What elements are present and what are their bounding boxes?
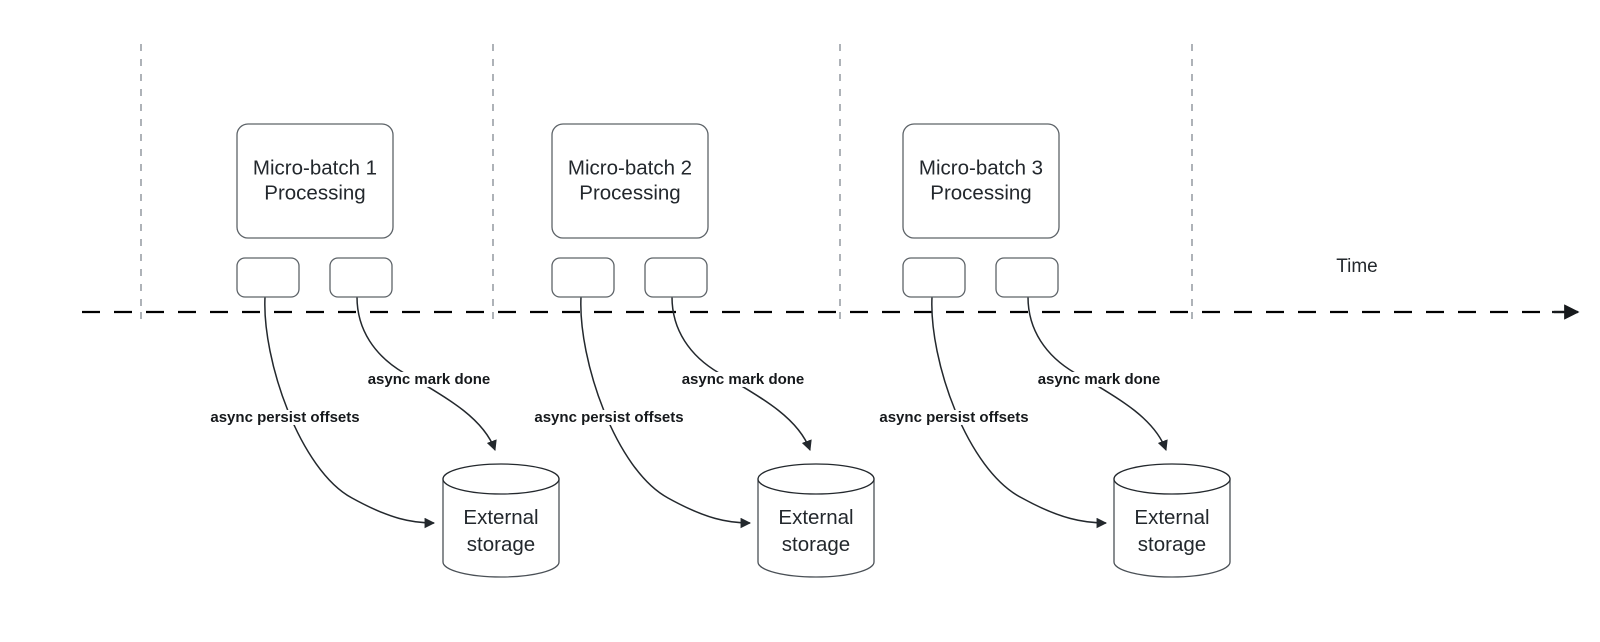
process-box-3[interactable] xyxy=(902,123,1060,239)
label-halo xyxy=(206,409,364,425)
storage-cylinder-top-2 xyxy=(757,463,875,495)
storage-label-line2-1: storage xyxy=(467,533,535,556)
storage-cylinder-top-1 xyxy=(442,463,560,495)
storage-label-line1-3: External xyxy=(1134,506,1209,529)
task-box-2-1[interactable] xyxy=(551,257,615,298)
label-halo xyxy=(677,371,809,387)
nodes-group: Micro-batch 1ProcessingExternalstorageMi… xyxy=(236,123,1231,578)
timeline-tick-group xyxy=(140,44,1193,325)
task-box-3-1[interactable] xyxy=(902,257,966,298)
process-box-label-line2-1: Processing xyxy=(264,181,365,204)
edge-label-persist-offsets-3: async persist offsets xyxy=(879,409,1028,426)
edge-labels-group: async persist offsets async mark done asyn… xyxy=(206,371,1165,426)
label-halo xyxy=(1033,371,1165,387)
label-halo xyxy=(363,371,495,387)
storage-cylinder-body-1[interactable] xyxy=(442,478,560,578)
task-box-2-2[interactable] xyxy=(644,257,708,298)
edge-label-persist-offsets-1: async persist offsets xyxy=(210,409,359,426)
edge-label-mark-done-3: async mark done xyxy=(1038,371,1161,388)
time-axis-label: Time xyxy=(1336,256,1378,277)
task-box-3-2[interactable] xyxy=(995,257,1059,298)
process-box-1[interactable] xyxy=(236,123,394,239)
edge-persist-offsets-2 xyxy=(580,296,752,529)
edge-persist-offsets-1 xyxy=(264,296,436,529)
process-box-label-line1-2: Micro-batch 2 xyxy=(568,156,692,179)
edge-persist-offsets-3 xyxy=(931,296,1108,529)
edge-label-persist-offsets-2: async persist offsets xyxy=(534,409,683,426)
process-box-label-line2-2: Processing xyxy=(579,181,680,204)
storage-label-line1-1: External xyxy=(463,506,538,529)
axis-label-group: Time xyxy=(1336,256,1378,277)
process-box-label-line2-3: Processing xyxy=(930,181,1031,204)
task-box-1-2[interactable] xyxy=(329,257,393,298)
label-halo xyxy=(875,409,1033,425)
process-box-label-line1-1: Micro-batch 1 xyxy=(253,156,377,179)
storage-label-line1-2: External xyxy=(778,506,853,529)
process-box-label-line1-3: Micro-batch 3 xyxy=(919,156,1043,179)
storage-cylinder-body-2[interactable] xyxy=(757,478,875,578)
edge-label-mark-done-2: async mark done xyxy=(682,371,805,388)
storage-cylinder-top-3 xyxy=(1113,463,1231,495)
storage-label-line2-3: storage xyxy=(1138,533,1206,556)
storage-label-line2-2: storage xyxy=(782,533,850,556)
label-halo xyxy=(530,409,688,425)
edge-label-mark-done-1: async mark done xyxy=(368,371,491,388)
process-box-2[interactable] xyxy=(551,123,709,239)
storage-cylinder-body-3[interactable] xyxy=(1113,478,1231,578)
task-box-1-1[interactable] xyxy=(236,257,300,298)
